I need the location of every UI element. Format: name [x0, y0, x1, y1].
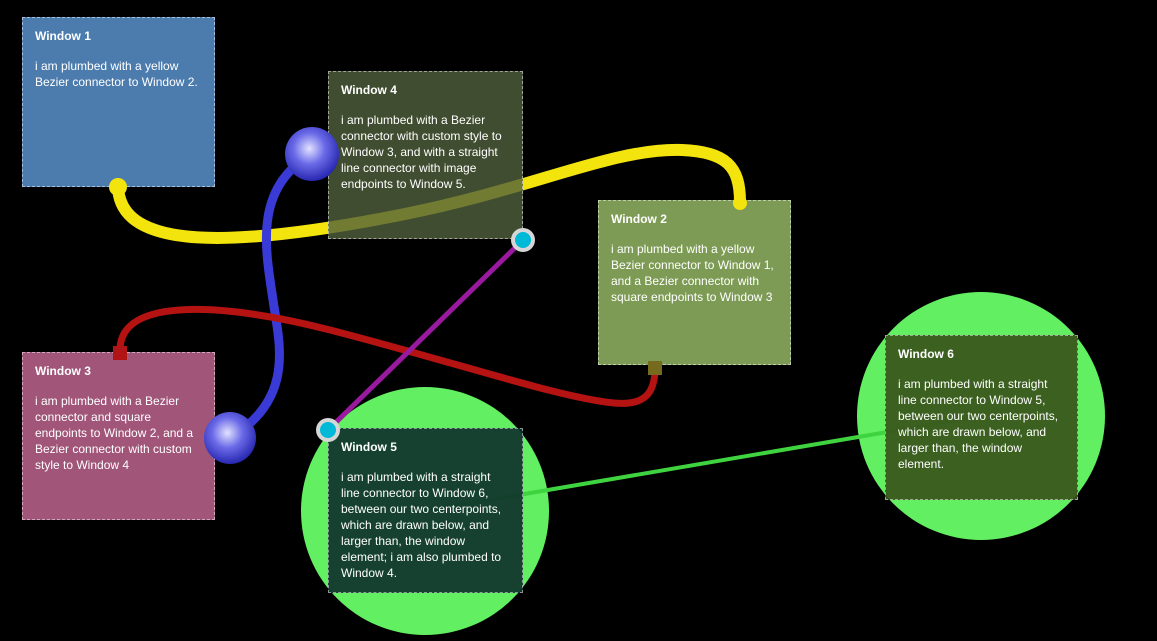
square-endpoint-window3[interactable] [113, 346, 127, 360]
window-6-body: i am plumbed with a straight line connec… [898, 377, 1059, 471]
window-4-title: Window 4 [341, 83, 397, 97]
square-endpoint-window2[interactable] [648, 361, 662, 375]
cyan-endpoint-window5[interactable] [320, 422, 336, 438]
window-6[interactable]: Window 6 i am plumbed with a straight li… [885, 335, 1078, 500]
window-4-body: i am plumbed with a Bezier connector wit… [341, 113, 502, 191]
window-3[interactable]: Window 3 i am plumbed with a Bezier conn… [22, 352, 215, 520]
window-6-title: Window 6 [898, 347, 954, 361]
window-1-body: i am plumbed with a yellow Bezier connec… [35, 59, 198, 89]
window-1[interactable]: Window 1 i am plumbed with a yellow Bezi… [22, 17, 215, 187]
window-2[interactable]: Window 2 i am plumbed with a yellow Bezi… [598, 200, 791, 365]
window-4[interactable]: Window 4 i am plumbed with a Bezier conn… [328, 71, 523, 239]
yellow-endpoint-window2[interactable] [733, 196, 747, 210]
window-2-title: Window 2 [611, 212, 667, 226]
window-1-title: Window 1 [35, 29, 91, 43]
window-5-title: Window 5 [341, 440, 397, 454]
window-3-body: i am plumbed with a Bezier connector and… [35, 394, 194, 472]
blue-ball-endpoint-window4[interactable] [285, 127, 339, 181]
cyan-endpoint-window4[interactable] [515, 232, 531, 248]
purple-straight-line-connector [326, 238, 525, 432]
window-5-body: i am plumbed with a straight line connec… [341, 470, 502, 580]
red-square-bezier-connector [116, 305, 659, 407]
window-2-body: i am plumbed with a yellow Bezier connec… [611, 242, 774, 304]
blue-ball-endpoint-window3[interactable] [204, 412, 256, 464]
window-5[interactable]: Window 5 i am plumbed with a straight li… [328, 428, 523, 593]
blue-custom-bezier-connector [225, 149, 317, 443]
yellow-endpoint-window1[interactable] [109, 178, 127, 196]
window-3-title: Window 3 [35, 364, 91, 378]
